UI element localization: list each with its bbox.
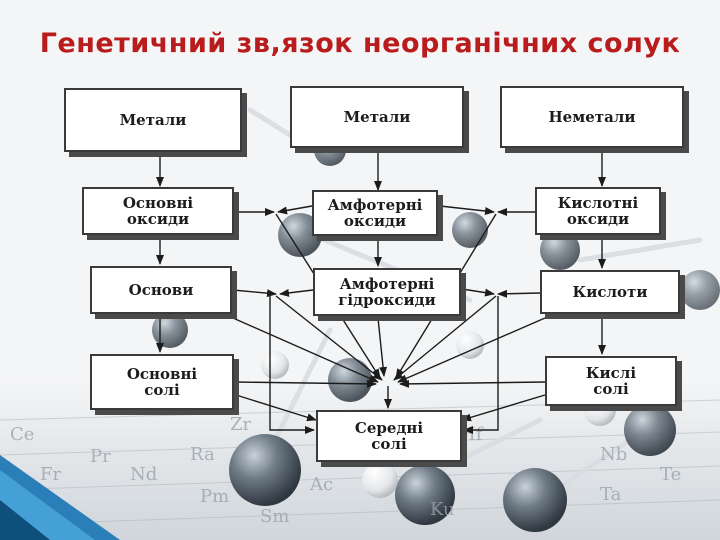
element-symbol: Nd: [130, 464, 157, 485]
molecule-ball: [540, 230, 580, 270]
arrow-bases-to-center: [232, 317, 379, 383]
molecule-ball: [152, 312, 188, 348]
box-basic-salts: Основні солі: [90, 354, 234, 410]
element-symbol: Ce: [10, 424, 34, 445]
slide-title: Генетичний зв,язок неорганічних солук: [39, 28, 681, 59]
element-symbol: Zr: [230, 414, 252, 435]
box-metals-center: Метали: [290, 86, 464, 148]
molecule-ball-white: [362, 462, 398, 498]
box-acids: Кислоти: [540, 270, 680, 314]
molecule-ball: [452, 212, 488, 248]
molecule-ball: [229, 434, 301, 506]
molecule-ball: [278, 213, 322, 257]
element-symbol: Nb: [600, 444, 627, 465]
arrow-left-hub-to-center: [275, 295, 383, 381]
molecule-ball-white: [456, 331, 484, 359]
arrow-acid-salts-to-normal-salts: [461, 394, 546, 422]
molecule-ball: [395, 465, 455, 525]
box-basic-oxides: Основні оксиди: [82, 187, 234, 235]
molecule-ball-white: [261, 351, 289, 379]
molecule-ball: [624, 404, 676, 456]
box-bases: Основи: [90, 266, 232, 314]
arrow-basic-salts-to-normal-salts: [235, 394, 317, 422]
element-symbol: Ku: [430, 499, 455, 520]
molecule-ball: [328, 358, 372, 402]
molecule-ball: [503, 468, 567, 532]
arrow-acids-to-hub: [497, 289, 541, 298]
arrow-left-side-to-normal-salts: [269, 296, 315, 434]
element-symbol: Te: [660, 464, 681, 485]
element-symbol: Fr: [40, 464, 61, 485]
element-symbol: Sm: [260, 506, 289, 527]
arrow-right-side-to-normal-salts: [463, 296, 499, 434]
corner-accent: [0, 500, 50, 540]
arrow-bases-to-hub: [232, 289, 277, 298]
element-symbol: Ra: [190, 444, 215, 465]
box-acidic-oxides: Кислотні оксиди: [535, 187, 661, 235]
arrow-acid-salts-to-center: [399, 379, 546, 388]
arrow-amph-oxides-to-left-hub: [277, 205, 313, 215]
box-amphoteric-oxides: Амфотерні оксиди: [312, 190, 438, 236]
arrow-amph-hydroxides-to-right-hub: [461, 288, 495, 297]
box-amphoteric-hydroxides: Амфотерні гідроксиди: [313, 268, 461, 316]
box-metals-left: Метали: [64, 88, 242, 152]
element-symbol: Pm: [200, 486, 229, 507]
arrow-basic-salts-to-center: [235, 379, 377, 388]
box-acid-salts: Кислі солі: [545, 356, 677, 406]
arrow-amph-oxides-to-right-hub: [439, 205, 495, 215]
element-symbol: Ac: [309, 474, 333, 495]
molecule-ball: [680, 270, 720, 310]
box-nonmetals: Неметали: [500, 86, 684, 148]
arrow-amph-hydroxides-to-left-hub: [279, 288, 314, 297]
arrow-right-hub-to-center: [393, 295, 497, 381]
element-symbol: Pr: [90, 446, 111, 467]
arrow-amph-hydroxides-to-center: [377, 317, 388, 377]
element-symbol: Ta: [600, 484, 622, 505]
box-normal-salts: Середні солі: [316, 410, 462, 462]
arrow-acids-to-center: [397, 317, 546, 383]
